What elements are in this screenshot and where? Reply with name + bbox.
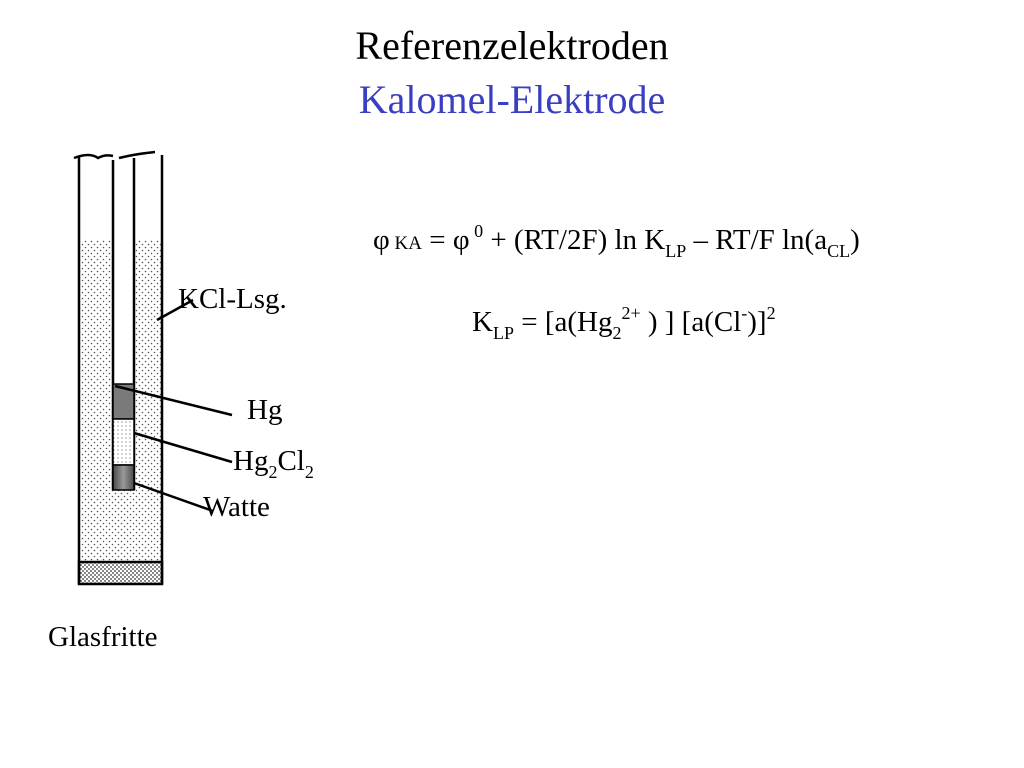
kcl-label: KCl-Lsg. (178, 283, 287, 315)
page-subtitle: Kalomel-Elektrode (358, 77, 666, 122)
watte-label: Watte (203, 491, 270, 523)
hg2cl2-label: Hg2Cl2 (233, 445, 314, 482)
glass-frit (77, 560, 164, 586)
hg2cl2-leader-line (133, 431, 233, 464)
kcl-leader-line (156, 298, 194, 322)
watte-plug (112, 464, 135, 491)
page-title: Referenzelektroden (355, 23, 669, 68)
solubility-product-equation: KLP = [a(Hg22+ ) ] [a(Cl-)]2 (472, 303, 776, 343)
hg-label: Hg (247, 394, 283, 426)
nernst-equation: φ KA = φ 0 + (RT/2F) ln KLP – RT/F ln(aC… (373, 221, 860, 261)
glasfritte-label: Glasfritte (48, 621, 158, 653)
hg-leader-line (114, 384, 233, 417)
tube-top-break (73, 153, 114, 160)
hg2cl2-layer (112, 418, 135, 466)
watte-leader-line (133, 481, 214, 513)
